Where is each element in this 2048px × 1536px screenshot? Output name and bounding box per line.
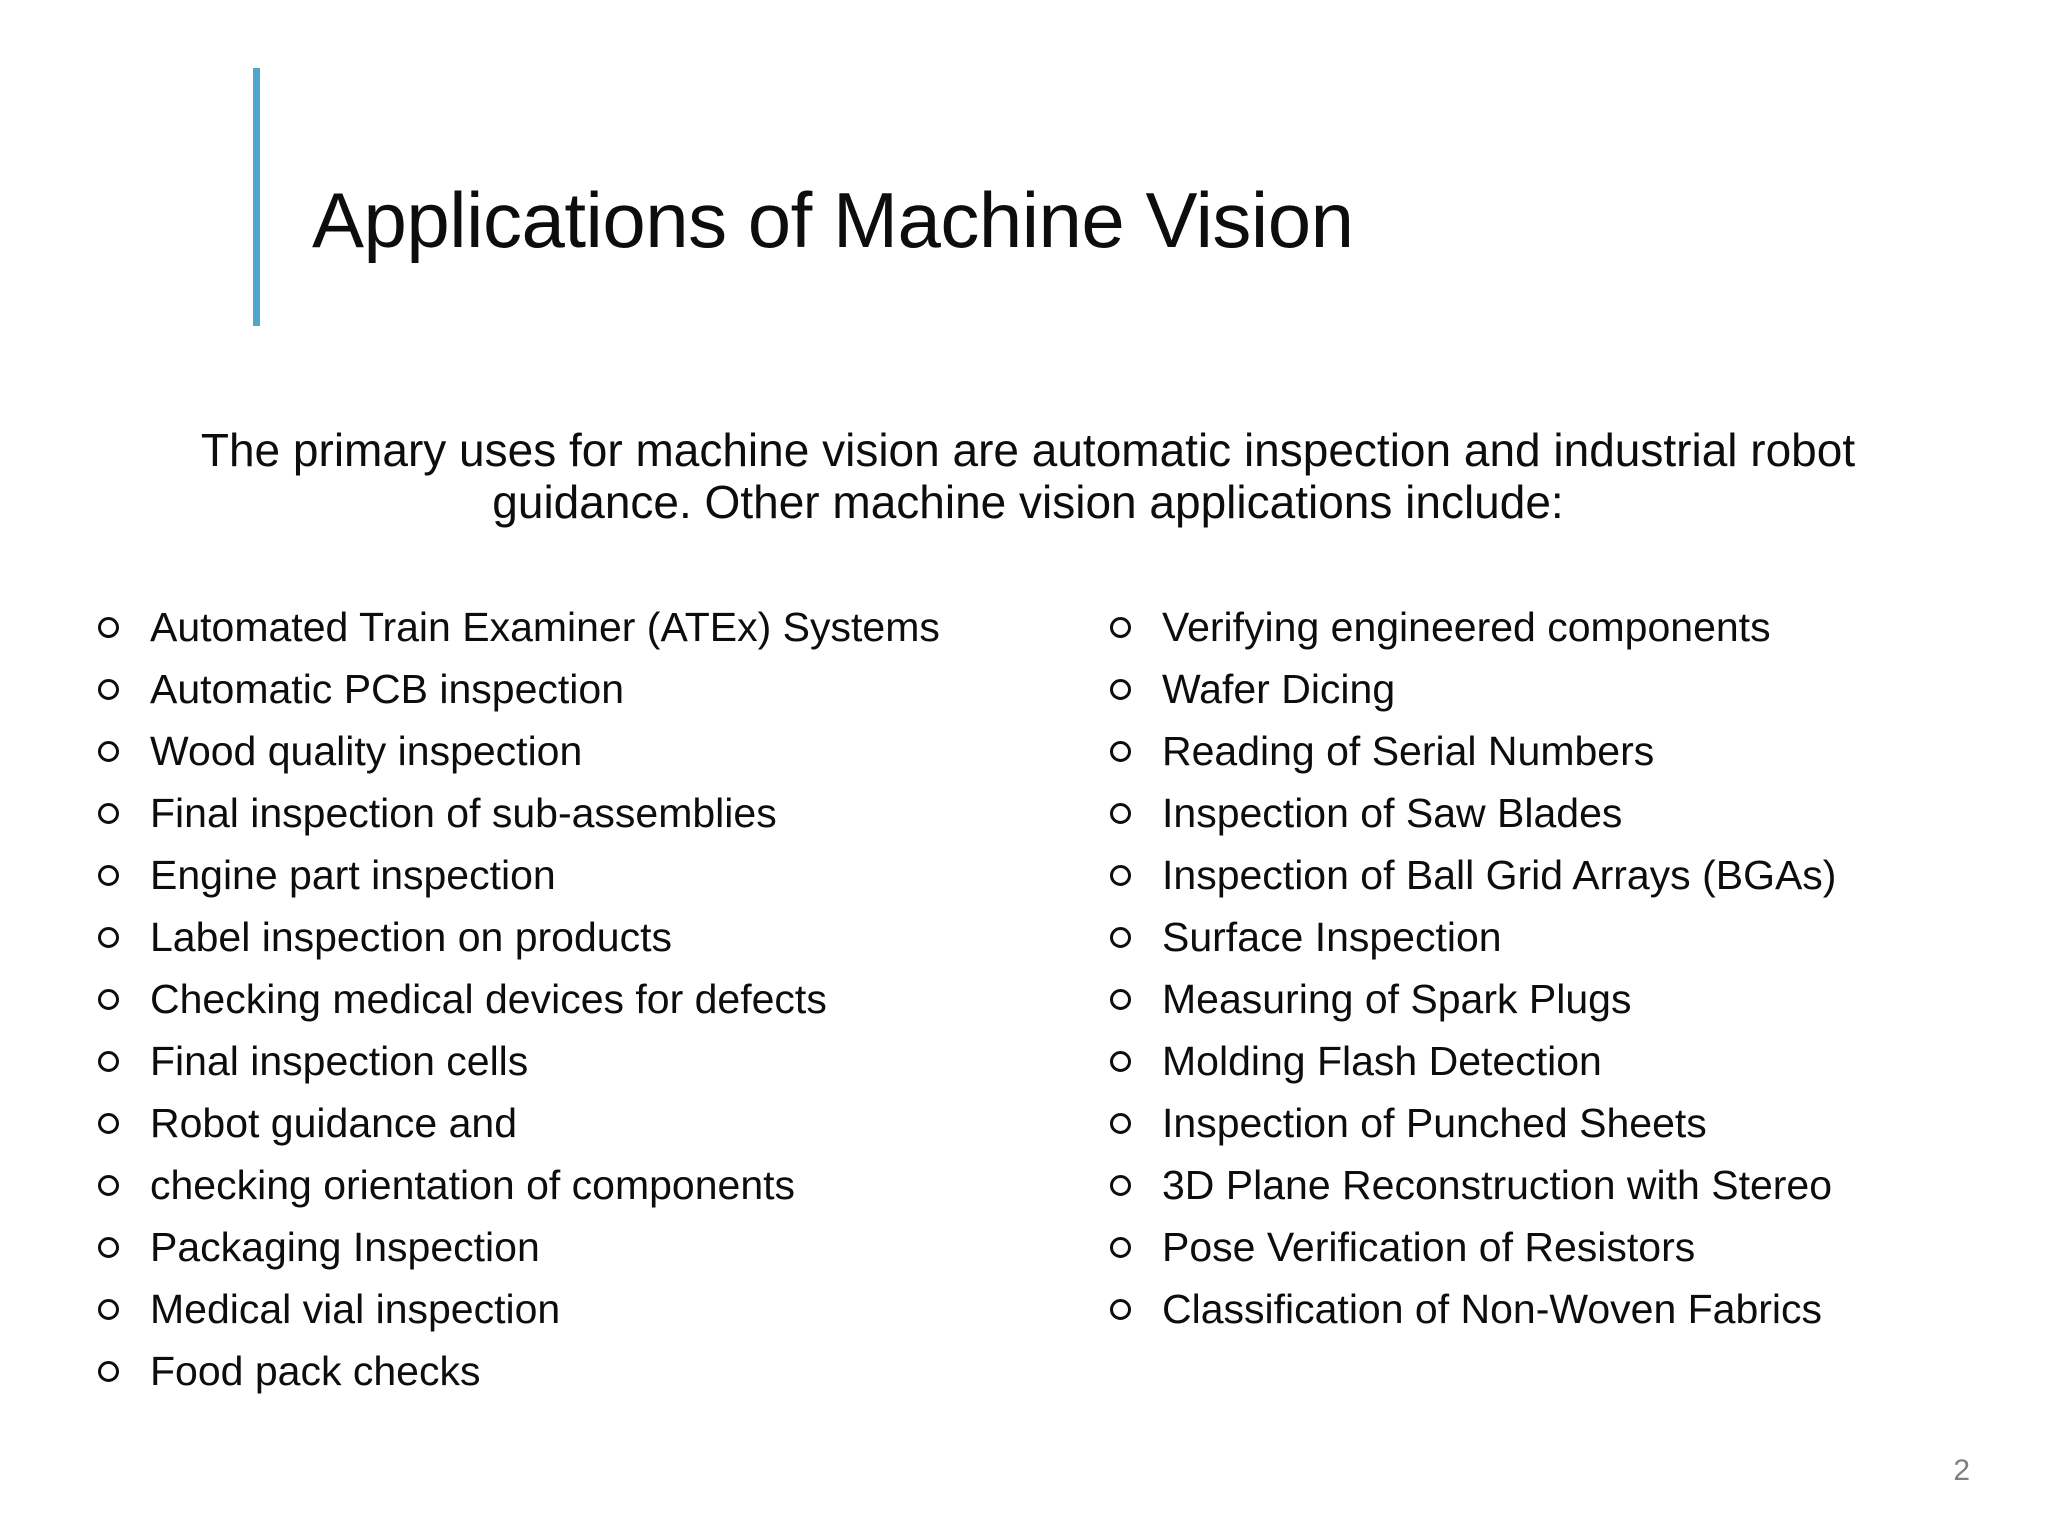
list-item-label: Reading of Serial Numbers <box>1162 728 1655 774</box>
circle-bullet-icon <box>1110 720 1162 782</box>
list-item: Food pack checks <box>98 1340 1100 1402</box>
circle-bullet-icon <box>98 1154 150 1216</box>
list-item: Checking medical devices for defects <box>98 968 1100 1030</box>
list-item-label: Packaging Inspection <box>150 1224 540 1270</box>
list-item-label: Robot guidance and <box>150 1100 518 1146</box>
circle-bullet-icon <box>98 1092 150 1154</box>
list-item-label: Automated Train Examiner (ATEx) Systems <box>150 604 940 650</box>
list-item-label: Final inspection cells <box>150 1038 529 1084</box>
circle-bullet-icon <box>1110 1092 1162 1154</box>
list-item: Pose Verification of Resistors <box>1110 1216 2048 1278</box>
list-item: Measuring of Spark Plugs <box>1110 968 2048 1030</box>
list-item-label: Measuring of Spark Plugs <box>1162 976 1632 1022</box>
list-item-label: Pose Verification of Resistors <box>1162 1224 1696 1270</box>
intro-paragraph: The primary uses for machine vision are … <box>200 424 1856 529</box>
list-item-label: 3D Plane Reconstruction with Stereo <box>1162 1162 1833 1208</box>
list-item-label: Molding Flash Detection <box>1162 1038 1602 1084</box>
list-item: Inspection of Saw Blades <box>1110 782 2048 844</box>
list-item-label: Wood quality inspection <box>150 728 583 774</box>
circle-bullet-icon <box>98 1216 150 1278</box>
list-item-label: Surface Inspection <box>1162 914 1502 960</box>
circle-bullet-icon <box>98 906 150 968</box>
list-item: Medical vial inspection <box>98 1278 1100 1340</box>
list-item-label: Medical vial inspection <box>150 1286 561 1332</box>
list-item-label: Wafer Dicing <box>1162 666 1396 712</box>
list-item-label: Classification of Non-Woven Fabrics <box>1162 1286 1823 1332</box>
circle-bullet-icon <box>98 782 150 844</box>
circle-bullet-icon <box>98 658 150 720</box>
list-item-label: checking orientation of components <box>150 1162 796 1208</box>
circle-bullet-icon <box>98 1278 150 1340</box>
circle-bullet-icon <box>1110 658 1162 720</box>
list-item-label: Inspection of Punched Sheets <box>1162 1100 1707 1146</box>
circle-bullet-icon <box>98 1030 150 1092</box>
circle-bullet-icon <box>1110 1216 1162 1278</box>
list-item: Wafer Dicing <box>1110 658 2048 720</box>
list-item: checking orientation of components <box>98 1154 1100 1216</box>
list-item-label: Engine part inspection <box>150 852 556 898</box>
list-item: Final inspection cells <box>98 1030 1100 1092</box>
list-item: Molding Flash Detection <box>1110 1030 2048 1092</box>
circle-bullet-icon <box>1110 596 1162 658</box>
list-item: Surface Inspection <box>1110 906 2048 968</box>
page-number: 2 <box>1953 1454 1970 1487</box>
list-item: Classification of Non-Woven Fabrics <box>1110 1278 2048 1340</box>
list-item: Inspection of Punched Sheets <box>1110 1092 2048 1154</box>
circle-bullet-icon <box>1110 1154 1162 1216</box>
circle-bullet-icon <box>98 844 150 906</box>
circle-bullet-icon <box>98 1340 150 1402</box>
list-item-label: Inspection of Saw Blades <box>1162 790 1623 836</box>
list-item-label: Verifying engineered components <box>1162 604 1771 650</box>
list-item: Robot guidance and <box>98 1092 1100 1154</box>
list-item-label: Inspection of Ball Grid Arrays (BGAs) <box>1162 852 1837 898</box>
circle-bullet-icon <box>98 720 150 782</box>
list-item: Engine part inspection <box>98 844 1100 906</box>
circle-bullet-icon <box>98 596 150 658</box>
list-item-label: Final inspection of sub-assemblies <box>150 790 777 836</box>
list-item-label: Label inspection on products <box>150 914 672 960</box>
circle-bullet-icon <box>1110 968 1162 1030</box>
page-title: Applications of Machine Vision <box>312 176 1354 265</box>
list-item-label: Automatic PCB inspection <box>150 666 625 712</box>
list-item-label: Food pack checks <box>150 1348 481 1394</box>
list-item: Verifying engineered components <box>1110 596 2048 658</box>
list-item: 3D Plane Reconstruction with Stereo <box>1110 1154 2048 1216</box>
circle-bullet-icon <box>1110 1030 1162 1092</box>
circle-bullet-icon <box>98 968 150 1030</box>
list-item: Reading of Serial Numbers <box>1110 720 2048 782</box>
circle-bullet-icon <box>1110 906 1162 968</box>
circle-bullet-icon <box>1110 782 1162 844</box>
list-item-label: Checking medical devices for defects <box>150 976 827 1022</box>
list-item: Wood quality inspection <box>98 720 1100 782</box>
circle-bullet-icon <box>1110 844 1162 906</box>
title-accent-bar <box>253 68 260 326</box>
list-item: Label inspection on products <box>98 906 1100 968</box>
list-item: Packaging Inspection <box>98 1216 1100 1278</box>
circle-bullet-icon <box>1110 1278 1162 1340</box>
list-item: Final inspection of sub-assemblies <box>98 782 1100 844</box>
list-item: Inspection of Ball Grid Arrays (BGAs) <box>1110 844 2048 906</box>
list-item: Automatic PCB inspection <box>98 658 1100 720</box>
list-item: Automated Train Examiner (ATEx) Systems <box>98 596 1100 658</box>
